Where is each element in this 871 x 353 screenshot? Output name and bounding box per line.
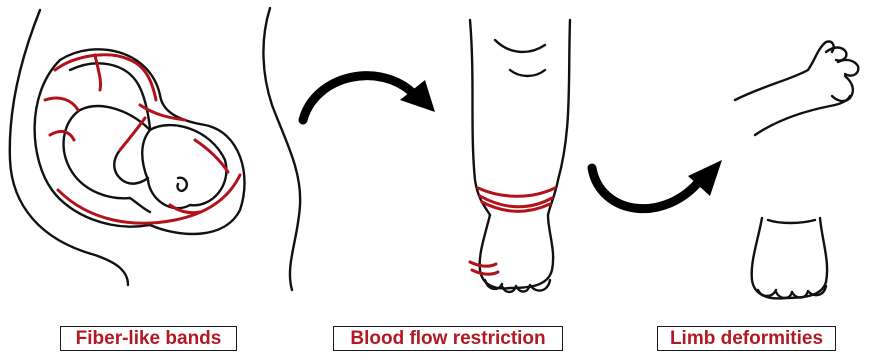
label-limb-deformities: Limb deformities xyxy=(657,326,836,351)
deformed-hand xyxy=(735,42,858,135)
amniotic-band-4 xyxy=(50,131,74,140)
deformed-foot xyxy=(752,218,827,298)
fetus-ear xyxy=(177,178,186,191)
amniotic-band-3 xyxy=(45,98,78,110)
foot-outline xyxy=(480,215,553,288)
curved-arrow-2 xyxy=(592,160,722,209)
amniotic-band-1 xyxy=(55,55,156,100)
curved-arrow-1 xyxy=(303,76,435,120)
label-blood-flow-restriction: Blood flow restriction xyxy=(333,326,563,351)
fetus-head xyxy=(142,125,226,208)
amniotic-band-9 xyxy=(120,118,145,150)
leg-outline-left xyxy=(470,20,490,215)
constriction-band-ankle xyxy=(478,188,555,211)
amniotic-band-2 xyxy=(95,55,101,90)
fetus-body xyxy=(64,106,150,212)
fetus-back xyxy=(70,63,150,128)
leg-illustration xyxy=(470,20,570,292)
womb-fetus-illustration xyxy=(10,10,245,285)
knee-folds xyxy=(495,40,545,76)
leg-outline-right xyxy=(548,20,570,215)
label-fiber-like-bands: Fiber-like bands xyxy=(60,326,237,351)
constriction-band-toe xyxy=(470,262,498,274)
belly-contour xyxy=(263,8,300,290)
